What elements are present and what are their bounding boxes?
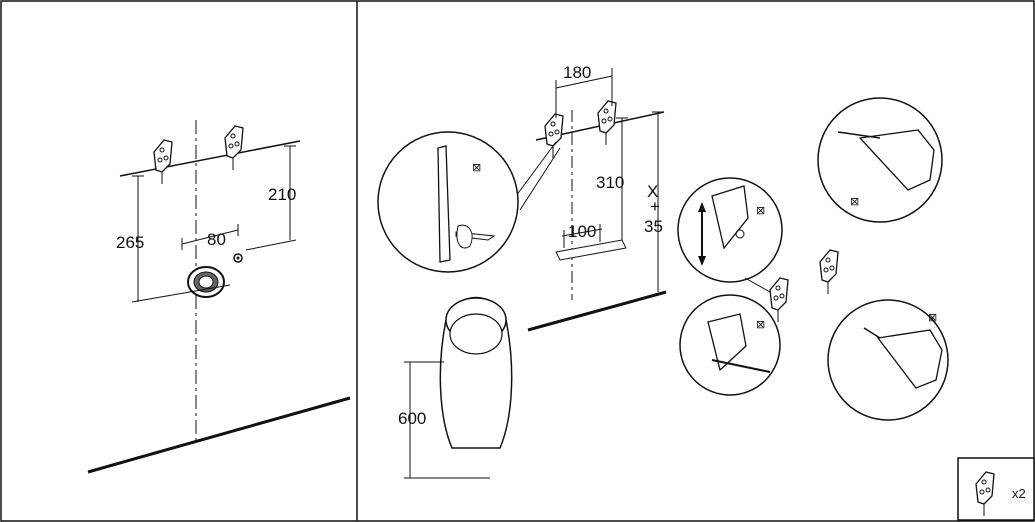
dim-x-label-2: + — [650, 197, 660, 216]
dim-310-label: 310 — [596, 173, 624, 192]
dim-180-label: 180 — [563, 63, 591, 82]
detail-marker-1: ⊠ — [472, 161, 481, 174]
detail-marker-3: ⊠ — [756, 318, 765, 331]
detail-drill-circle-bottom: ⊠ — [827, 299, 949, 421]
dim-180-line — [555, 75, 613, 89]
detail-adjust-circle: ⊠ — [677, 177, 783, 283]
bracket-left — [153, 139, 173, 185]
outlet-fitting — [187, 266, 225, 298]
dim-265-label: 265 — [116, 233, 144, 252]
detail-drill-circle-top: ⊠ — [817, 97, 943, 223]
bracket-right-panel-1 — [544, 113, 564, 159]
left-panel: 265 210 80 — [87, 120, 351, 474]
dim-80-line — [181, 229, 239, 245]
dim-210-label: 210 — [268, 185, 296, 204]
dim-80-label: 80 — [207, 230, 226, 249]
detail-marker-5: ⊠ — [928, 311, 937, 324]
parts-box: x2 — [957, 457, 1035, 521]
dim-100-line — [561, 228, 603, 237]
parts-quantity: x2 — [1012, 486, 1026, 501]
right-panel: 180 310 X + 35 100 600 — [377, 63, 1035, 521]
floor-line — [87, 396, 351, 474]
wall-bottom-line — [527, 290, 667, 332]
detail-marking-circle: ⊠ — [377, 131, 561, 273]
wall-mark-line — [119, 140, 301, 177]
dim-600-label: 600 — [398, 409, 426, 428]
bracket-right — [224, 125, 244, 171]
bracket-loose-2 — [819, 249, 839, 295]
bracket-right-panel-2 — [597, 100, 617, 146]
detail-marker-4: ⊠ — [850, 195, 859, 208]
small-fitting — [233, 253, 243, 263]
support-rail — [555, 224, 627, 261]
dim-100-label: 100 — [568, 222, 596, 241]
detail-fix-circle: ⊠ — [679, 294, 781, 396]
urinal-illustration — [439, 296, 513, 449]
dim-x-label-3: 35 — [644, 217, 663, 236]
detail-marker-2: ⊠ — [756, 204, 765, 217]
dim-x-label-1: X — [647, 182, 658, 201]
bracket-loose-1 — [769, 277, 789, 323]
